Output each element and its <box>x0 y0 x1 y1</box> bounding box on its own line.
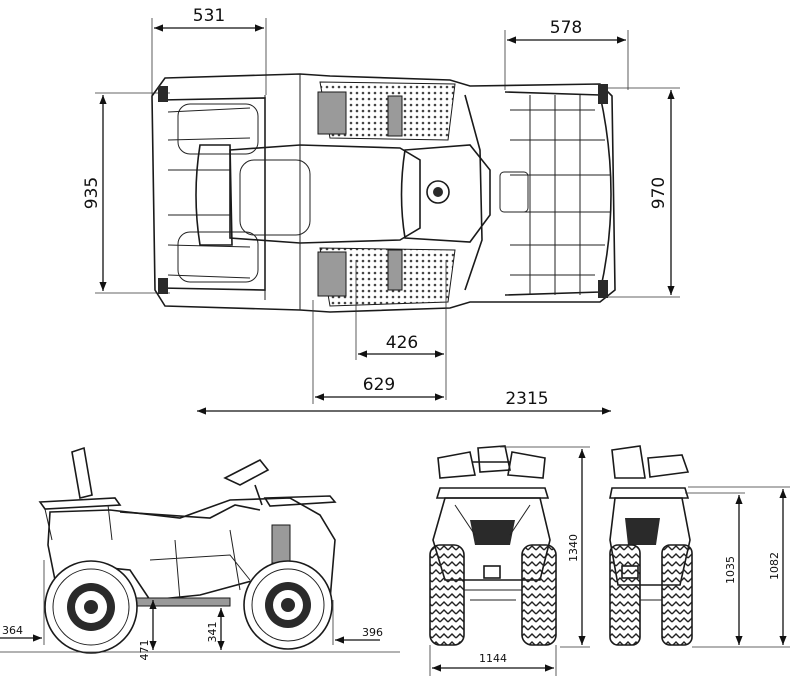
dim-overall-length: 2315 <box>505 389 548 409</box>
top-view: 531 578 935 970 <box>82 6 680 415</box>
front-right-wheel <box>521 544 557 646</box>
dim-track-width: 1144 <box>479 652 507 665</box>
dim-seat-height: 1082 <box>768 552 781 580</box>
dim-rack-height: 1035 <box>724 556 737 584</box>
dim-rear-rack-width: 578 <box>550 18 582 38</box>
atv-front-outline <box>429 445 557 646</box>
atv-side-outline <box>38 446 337 654</box>
dim-footrest-height: 341 <box>206 622 219 643</box>
rear-view: 1035 1082 <box>609 445 790 648</box>
side-view: 364 471 341 396 <box>0 446 400 661</box>
side-front-wheel <box>243 560 333 650</box>
dim-footrest-inner: 426 <box>386 333 418 353</box>
dim-overall-height: 1340 <box>567 534 580 562</box>
rear-right-wheel <box>661 544 693 646</box>
dim-footrest-outer: 629 <box>363 375 395 395</box>
dim-front-overhang: 364 <box>2 624 23 637</box>
rear-left-wheel <box>609 544 641 646</box>
dim-rear-overhang: 396 <box>362 626 383 639</box>
side-rear-wheel <box>44 560 138 654</box>
dim-ground-clearance: 471 <box>138 640 151 661</box>
dim-front-rack-width: 531 <box>193 6 225 26</box>
dim-overall-width-front: 935 <box>82 177 102 209</box>
front-left-wheel <box>429 544 465 646</box>
dim-overall-width-rear: 970 <box>649 177 669 209</box>
front-view: 1340 1144 <box>429 445 590 676</box>
atv-rear-outline <box>609 445 693 646</box>
atv-top-outline <box>151 73 616 313</box>
